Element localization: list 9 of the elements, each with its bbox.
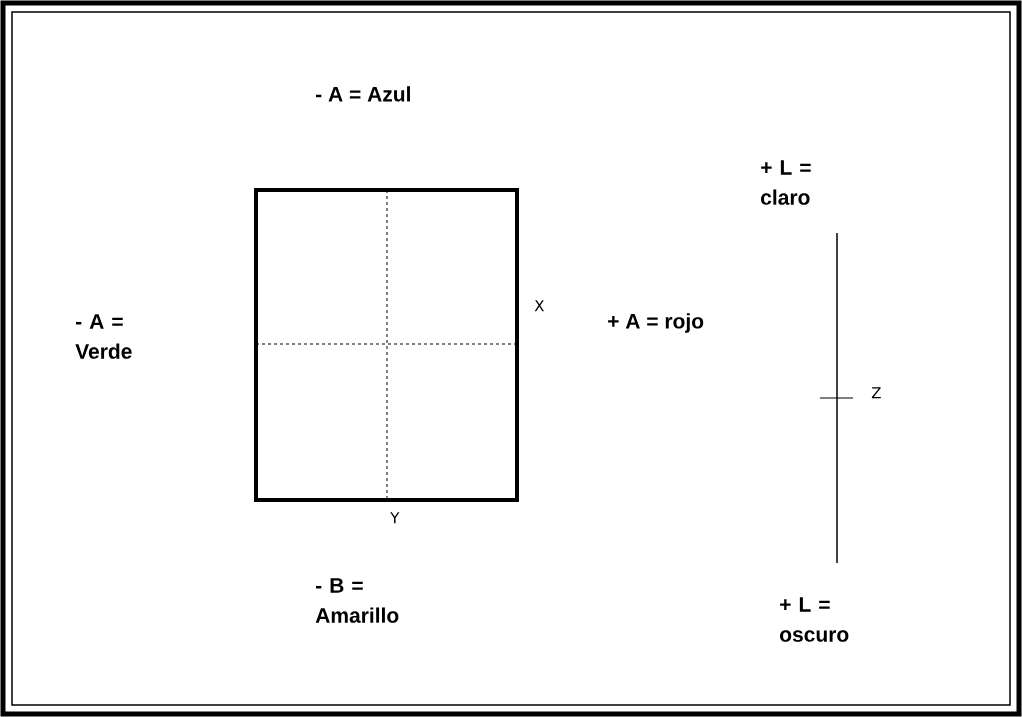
color-label: - A = Azul [316,86,410,102]
axis-label: X [534,300,544,312]
color-label: - A = Verde [75,314,132,359]
color-label: + L = claro [761,160,811,205]
axis-label: Z [871,387,881,399]
color-label: - B = Amarillo [315,578,399,623]
color-label: + L = oscuro [780,597,849,642]
color-label: + A = rojo [608,313,704,333]
axis-label: Y [390,512,400,524]
